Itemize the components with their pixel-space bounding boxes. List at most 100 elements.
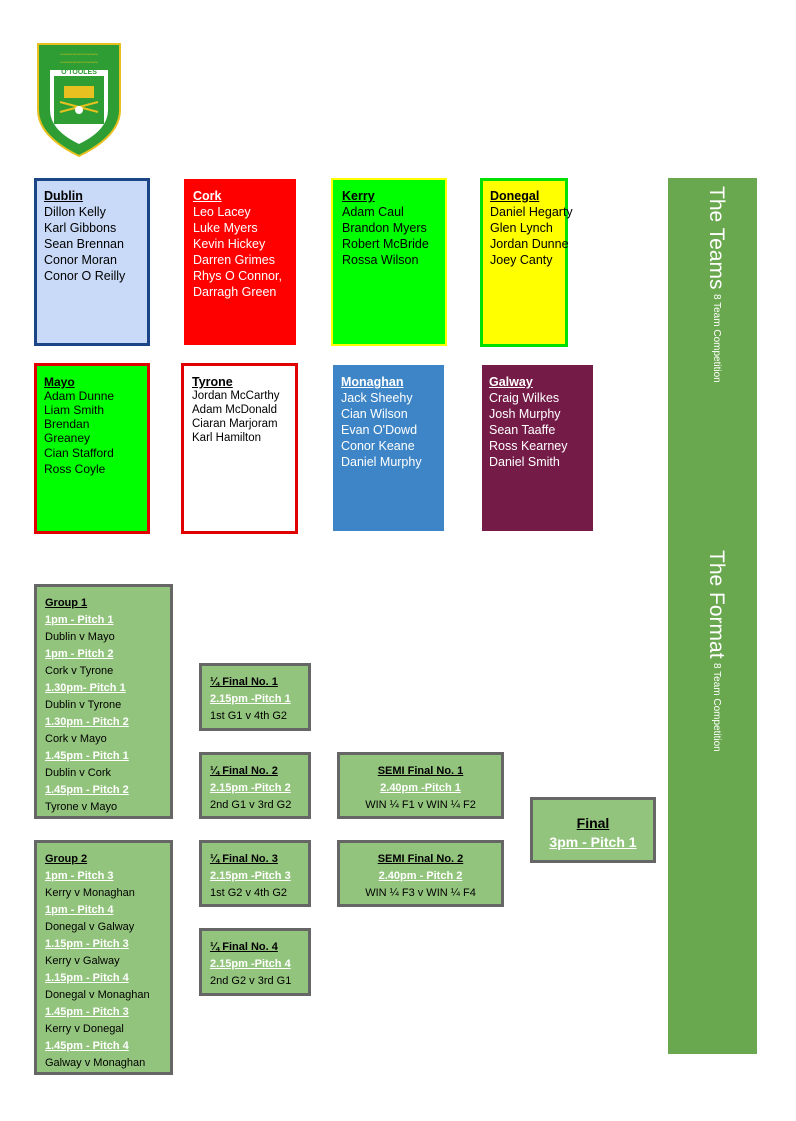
player: Evan O'Dowd [341,423,418,437]
match-title: ¼ Final No. 4 [210,941,278,953]
player: Luke Myers [193,221,258,235]
team-card-kerry: Kerry Adam Caul Brandon Myers Robert McB… [331,178,447,346]
fixture-time: 1pm - Pitch 1 [45,614,114,626]
player: Sean Brennan [44,237,124,251]
svg-text:O'TOOLES: O'TOOLES [61,69,97,76]
group-title: Group 2 [45,853,88,865]
quarter-final-2: ¼ Final No. 2 2.15pm -Pitch 2 2nd G1 v 3… [199,752,311,819]
fixture-match: Donegal v Monaghan [45,989,150,1001]
group-title: Group 1 [45,597,88,609]
fixture-time: 1pm - Pitch 2 [45,648,114,660]
team-card-galway: Galway Craig Wilkes Josh Murphy Sean Taa… [482,365,593,531]
player: Daniel Hegarty [490,205,573,219]
fixture-match: Kerry v Monaghan [45,887,135,899]
fixture-match: Tyrone v Mayo [45,801,118,813]
fixture-time: 1.45pm - Pitch 3 [45,1006,129,1018]
team-name: Dublin [44,189,83,203]
team-card-cork: Cork Leo Lacey Luke Myers Kevin Hickey D… [184,179,296,345]
player: Rossa Wilson [342,253,419,267]
team-card-tyrone: Tyrone Jordan McCarthy Adam McDonald Cia… [181,363,298,534]
club-crest-logo: ~~~~~~~~~~ ~~~~~~~~~~ O'TOOLES [34,40,124,158]
match-time: 2.40pm - Pitch 2 [378,870,463,882]
team-name: Tyrone [192,375,233,389]
player: Darren Grimes [193,253,275,267]
fixture-match: Kerry v Donegal [45,1023,124,1035]
player: Jordan McCarthy [192,390,280,402]
group-2-schedule: Group 2 1pm - Pitch 3 Kerry v Monaghan 1… [34,840,173,1075]
team-name: Monaghan [341,375,404,389]
match-time: 3pm - Pitch 1 [549,834,637,850]
player: Brendan Greaney [44,417,91,445]
fixture-match: Cork v Tyrone [45,665,114,677]
match-time: 2.15pm -Pitch 4 [210,958,291,970]
player: Dillon Kelly [44,205,106,219]
fixture-time: 1.30pm - Pitch 2 [45,716,129,728]
teams-subtitle: 8 Team Competition [711,293,722,383]
quarter-final-1: ¼ Final No. 1 2.15pm -Pitch 1 1st G1 v 4… [199,663,311,731]
match-teams: 1st G2 v 4th G2 [210,887,288,899]
fixture-match: Dublin v Cork [45,767,112,779]
match-title: ¼ Final No. 3 [210,853,278,865]
player: Brandon Myers [342,221,427,235]
player: Jordan Dunne [490,237,569,251]
fixture-match: Dublin v Mayo [45,631,115,643]
fixture-time: 1.45pm - Pitch 2 [45,784,129,796]
sidebar-banner: The Teams 8 Team Competition The Format … [668,178,757,1054]
player: Ross Kearney [489,439,568,453]
teams-title: The Teams [705,186,728,290]
player: Glen Lynch [490,221,553,235]
final-match: Final 3pm - Pitch 1 [530,797,656,863]
match-title: ¼ Final No. 2 [210,765,278,777]
team-name: Galway [489,375,533,389]
fixture-time: 1pm - Pitch 3 [45,870,114,882]
player: Sean Taaffe [489,423,556,437]
match-teams: WIN ¼ F3 v WIN ¼ F4 [365,887,476,899]
team-card-mayo: Mayo Adam Dunne Liam Smith Brendan Grean… [34,363,150,534]
team-name: Cork [193,189,222,203]
player: Ciaran Marjoram [192,418,278,430]
fixture-time: 1.45pm - Pitch 4 [45,1040,129,1052]
player: Joey Canty [490,253,553,267]
svg-text:~~~~~~~~~~: ~~~~~~~~~~ [60,59,98,67]
team-card-monaghan: Monaghan Jack Sheehy Cian Wilson Evan O'… [333,365,444,531]
fixture-match: Dublin v Tyrone [45,699,122,711]
format-title: The Format [705,550,728,659]
svg-text:~~~~~~~~~~: ~~~~~~~~~~ [60,51,98,59]
team-card-donegal: Donegal Daniel Hegarty Glen Lynch Jordan… [480,178,573,347]
team-name: Kerry [342,189,375,203]
match-title: SEMI Final No. 1 [377,765,464,777]
quarter-final-3: ¼ Final No. 3 2.15pm -Pitch 3 1st G2 v 4… [199,840,311,907]
fixture-match: Kerry v Galway [45,955,120,967]
player: Karl Hamilton [192,432,262,444]
match-teams: 1st G1 v 4th G2 [210,710,288,722]
team-card-dublin: Dublin Dillon Kelly Karl Gibbons Sean Br… [34,178,150,346]
player: Robert McBride [342,237,429,251]
team-name: Mayo [44,375,75,389]
fixture-match: Donegal v Galway [45,921,135,933]
player: Darragh Green [193,285,277,299]
match-teams: WIN ¼ F1 v WIN ¼ F2 [365,799,476,811]
team-name: Donegal [490,189,540,203]
player: Craig Wilkes [489,391,560,405]
player: Adam Dunne [44,389,115,403]
player: Conor Keane [341,439,415,453]
match-title: ¼ Final No. 1 [210,676,278,688]
match-time: 2.40pm -Pitch 1 [380,782,461,794]
player: Cian Wilson [341,407,408,421]
player: Adam McDonald [192,404,278,416]
format-subtitle: 8 Team Competition [711,662,722,752]
player: Leo Lacey [193,205,251,219]
player: Conor Moran [44,253,117,267]
match-teams: 2nd G2 v 3rd G1 [210,975,292,987]
match-time: 2.15pm -Pitch 3 [210,870,291,882]
fixture-time: 1.45pm - Pitch 1 [45,750,129,762]
match-title: Final [576,815,610,831]
fixture-time: 1pm - Pitch 4 [45,904,114,916]
player: Kevin Hickey [193,237,266,251]
player: Karl Gibbons [44,221,117,235]
fixture-time: 1.30pm- Pitch 1 [45,682,126,694]
match-title: SEMI Final No. 2 [377,853,464,865]
player: Rhys O Connor, [193,269,282,283]
quarter-final-4: ¼ Final No. 4 2.15pm -Pitch 4 2nd G2 v 3… [199,928,311,996]
player: Adam Caul [342,205,404,219]
